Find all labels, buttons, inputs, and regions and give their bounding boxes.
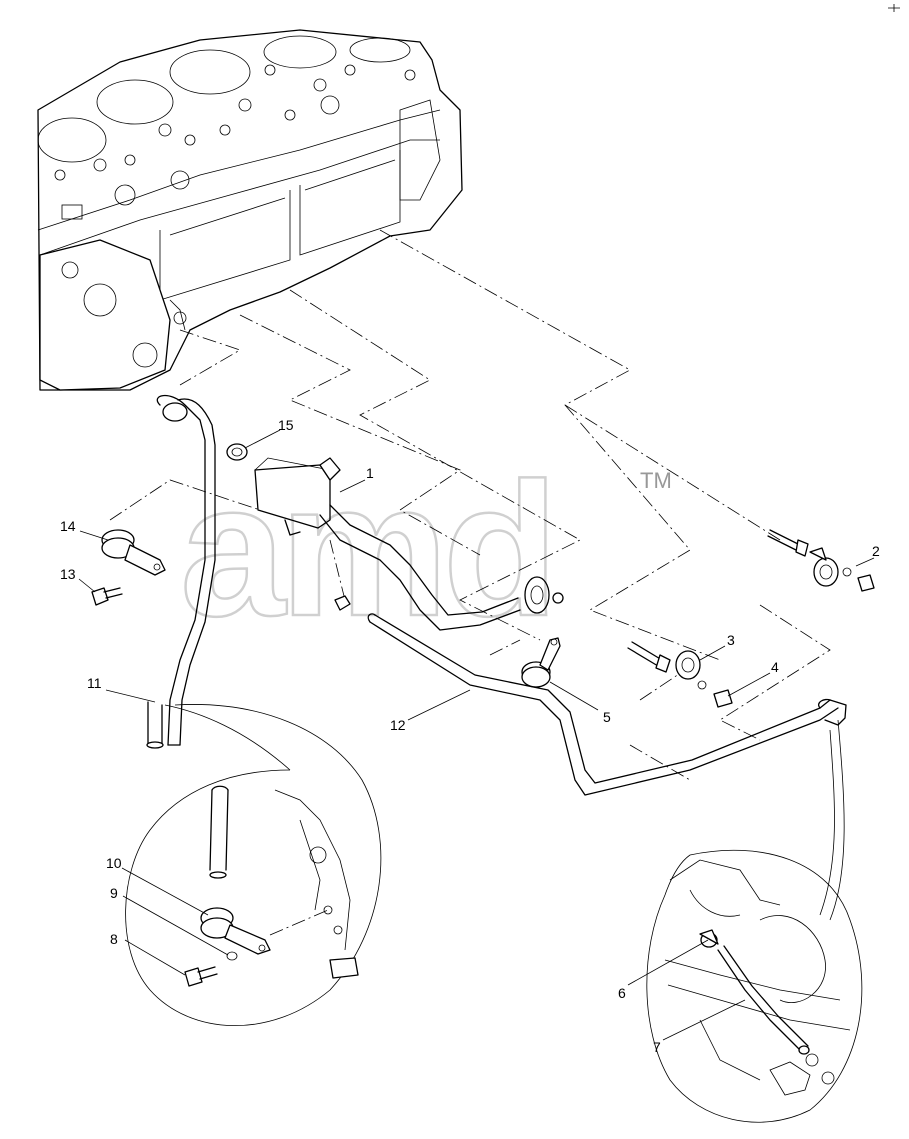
- fitting-2: [767, 529, 875, 592]
- oil-pipe-11: [146, 394, 216, 749]
- corner-mark: [888, 4, 900, 12]
- callout-8: 8: [110, 931, 118, 947]
- callout-14: 14: [60, 518, 76, 534]
- breather-pipe-1: [254, 457, 564, 631]
- callout-10: 10: [106, 855, 122, 871]
- callout-5: 5: [603, 709, 611, 725]
- detail-view-left: [125, 704, 382, 1026]
- callout-6: 6: [618, 985, 626, 1001]
- callout-12: 12: [390, 717, 406, 733]
- clip-15: [226, 443, 248, 461]
- fitting-3: [627, 641, 701, 680]
- callout-9: 9: [110, 885, 118, 901]
- callout-3: 3: [727, 632, 735, 648]
- watermark: amd TM: [179, 443, 672, 658]
- clamp-5: [521, 637, 561, 688]
- engine-block: [37, 29, 463, 391]
- leader-lines: [78, 429, 875, 1041]
- watermark-text: amd: [180, 444, 553, 656]
- callout-15: 15: [278, 417, 294, 433]
- callout-4: 4: [771, 659, 779, 675]
- callout-13: 13: [60, 566, 76, 582]
- clamp-14: [101, 529, 166, 576]
- callout-1: 1: [366, 465, 374, 481]
- callout-2: 2: [872, 543, 880, 559]
- detail-view-right: [646, 719, 863, 1123]
- callout-7: 7: [653, 1039, 661, 1055]
- watermark-tm: TM: [640, 468, 672, 493]
- callout-11: 11: [87, 675, 102, 691]
- callouts: 1 2 3 4 5 6 7 8 9 10 11 12 13 14 15: [60, 417, 880, 1055]
- oil-pipe-12: [367, 613, 847, 796]
- bolt-4: [697, 680, 733, 708]
- bolt-13: [91, 587, 123, 606]
